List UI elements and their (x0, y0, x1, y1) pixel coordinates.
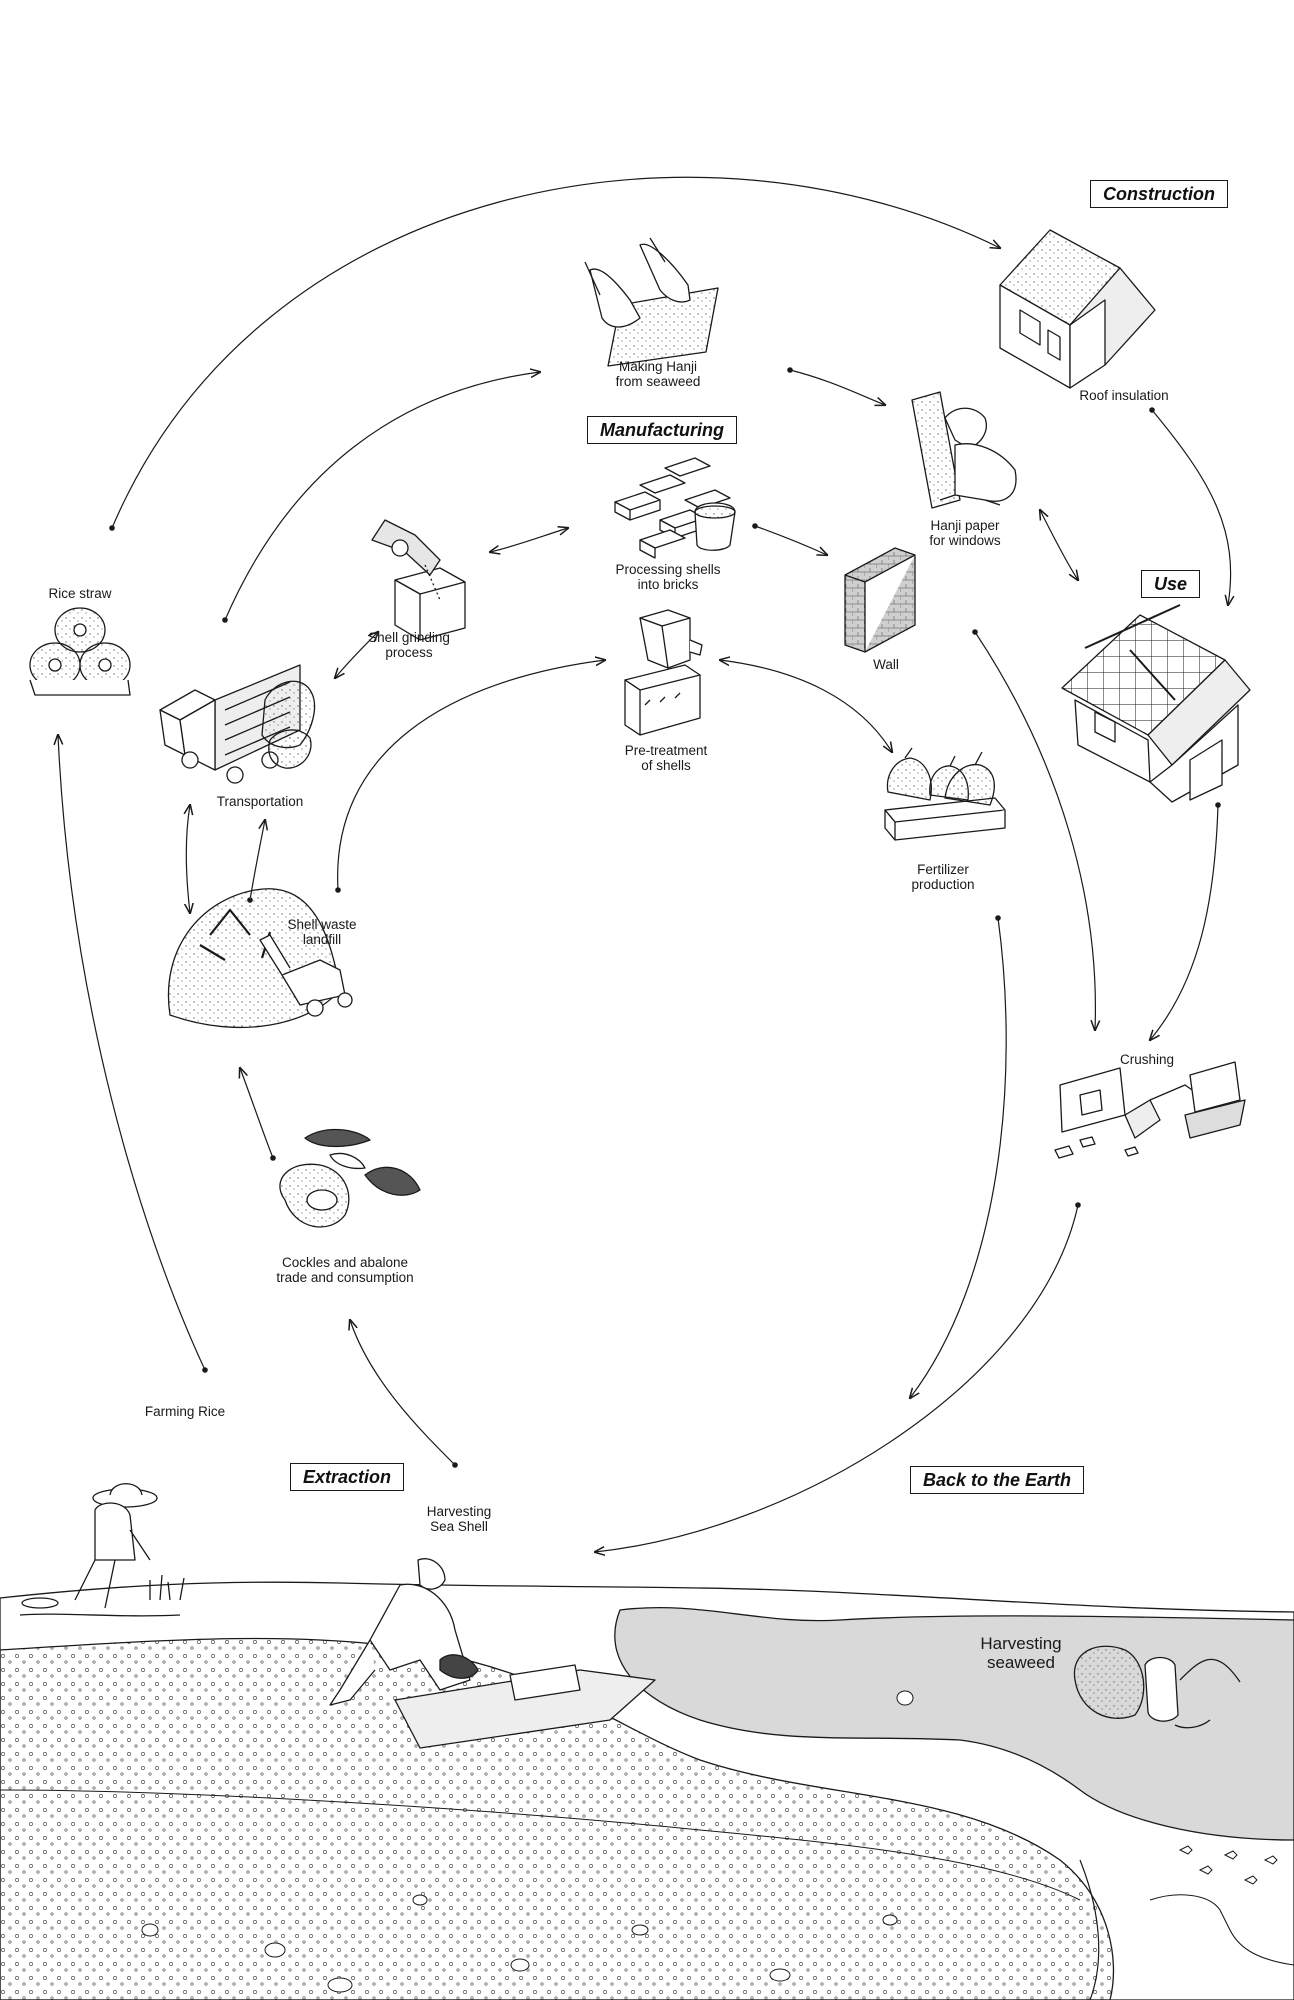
pretreatment-machine-illustration (624, 609, 703, 736)
node-crushing: Crushing (1119, 1052, 1175, 1067)
hanji-window-illustration (911, 391, 1017, 509)
solar-house-illustration (1061, 604, 1251, 803)
rice-straw-illustration (29, 607, 131, 696)
cockles-abalone-illustration (279, 1128, 421, 1228)
cycle-arrows (58, 176, 1231, 1552)
shell-harvester-illustration (329, 1558, 656, 1749)
crushing-excavator-illustration (1054, 1061, 1246, 1159)
hanji-making-illustration (584, 237, 719, 367)
rice-farmer-illustration (19, 1483, 185, 1617)
shell-waste-landfill-illustration (167, 888, 353, 1029)
stage-construction: Construction (1090, 180, 1228, 208)
node-roof-insulation: Roof insulation (1079, 388, 1169, 403)
stage-back-to-earth: Back to the Earth (910, 1466, 1085, 1494)
fertilizer-illustration (884, 747, 1006, 841)
stage-use: Use (1141, 570, 1201, 598)
bricks-illustration (614, 457, 736, 559)
node-rice-straw: Rice straw (48, 586, 112, 601)
seaweed-harvest-illustration (1073, 1645, 1241, 1729)
wall-illustration (844, 547, 916, 653)
stage-extraction: Extraction (290, 1463, 405, 1491)
grinder-illustration (371, 519, 466, 641)
node-transportation: Transportation (216, 794, 304, 809)
node-farming-rice: Farming Rice (144, 1404, 226, 1419)
roof-house-illustration (999, 229, 1156, 389)
truck-illustration (159, 664, 316, 784)
node-wall: Wall (873, 657, 899, 672)
shore-ground (0, 1581, 1294, 2000)
stage-manufacturing: Manufacturing (587, 416, 737, 444)
